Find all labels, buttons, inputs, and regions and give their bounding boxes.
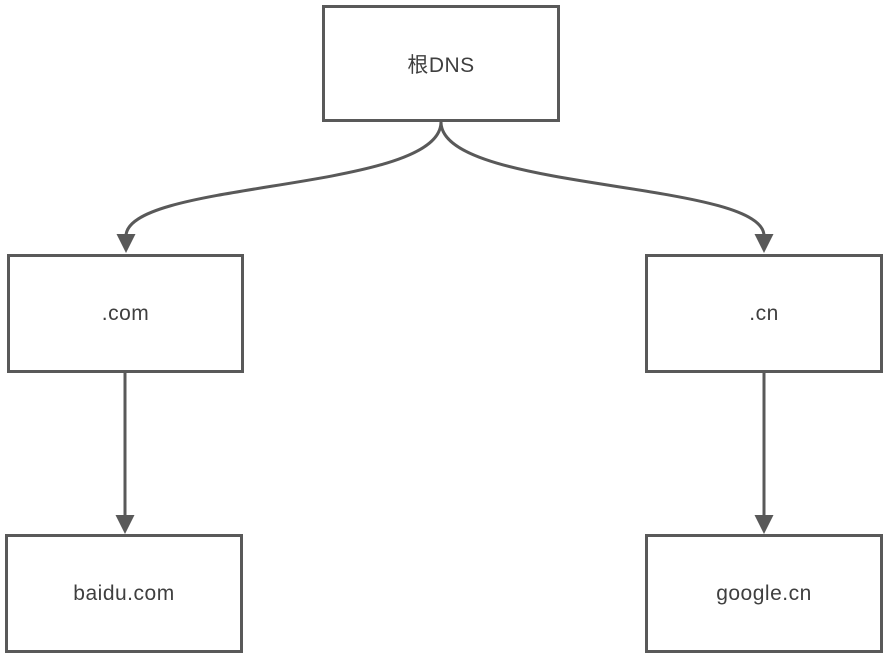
edge-root-to-com — [116, 121, 443, 253]
arrowhead-cn — [754, 234, 774, 253]
node-root-dns: 根DNS — [322, 5, 560, 122]
node-root-dns-label: 根DNS — [407, 53, 475, 77]
node-google-cn-label: google.cn — [716, 581, 812, 605]
node-com-label: .com — [101, 301, 150, 325]
arrowhead-com — [116, 234, 136, 253]
node-baidu-com-label: baidu.com — [73, 581, 175, 605]
node-com: .com — [7, 254, 244, 373]
node-baidu-com: baidu.com — [5, 534, 243, 653]
arrowhead-baidu — [115, 515, 135, 534]
node-cn-label: .cn — [749, 301, 779, 325]
edge-com-to-baidu — [115, 373, 135, 534]
node-google-cn: google.cn — [645, 534, 883, 653]
node-cn: .cn — [645, 254, 883, 373]
edge-cn-to-google — [754, 373, 774, 534]
arrowhead-google — [754, 515, 774, 534]
edge-root-to-cn — [439, 121, 774, 253]
